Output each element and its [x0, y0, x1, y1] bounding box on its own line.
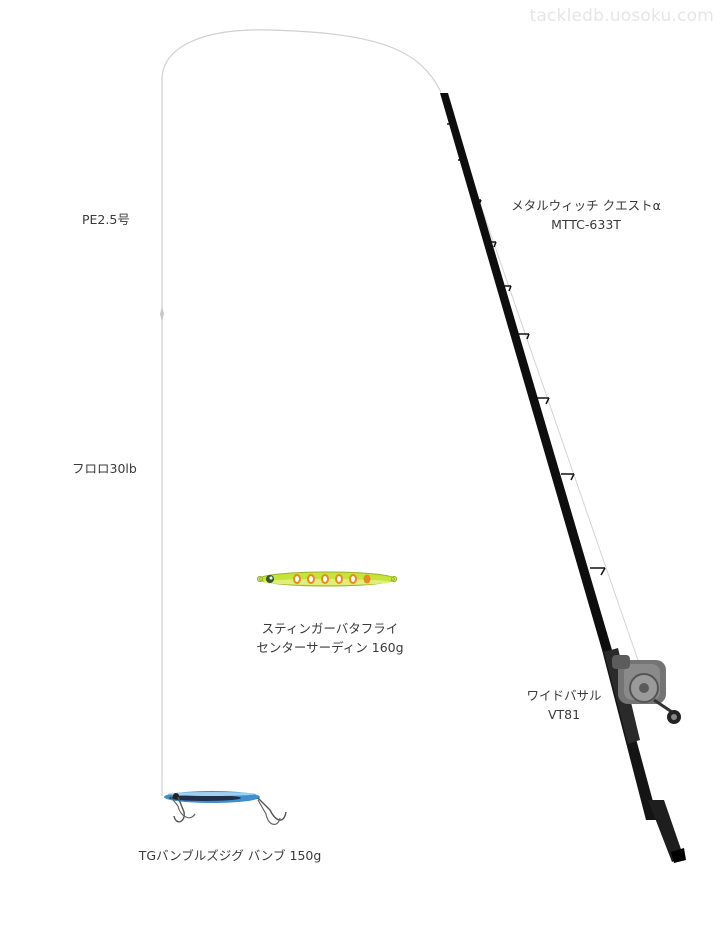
fishing-line — [161, 29, 442, 796]
main-line-label: PE2.5号 — [82, 212, 130, 227]
rod-name: メタルウィッチ クエストα — [511, 198, 661, 213]
reel-name: ワイドバサル — [526, 688, 602, 703]
reel — [612, 655, 681, 724]
lure-1-detail: センターサーディン 160g — [256, 640, 404, 655]
lure-tg-bumble-jig — [164, 791, 287, 825]
lure-1-name: スティンガーバタフライ — [261, 621, 399, 636]
lure-2-name: TGバンブルズジグ バンブ 150g — [138, 848, 322, 863]
line-knot — [160, 306, 164, 322]
watermark: tackledb.uosoku.com — [529, 6, 714, 26]
reel-model: VT81 — [547, 707, 581, 722]
leader-line-label: フロロ30lb — [72, 461, 137, 476]
lure-stinger-butterfly — [256, 571, 398, 587]
rod-model: MTTC-633T — [551, 217, 621, 232]
